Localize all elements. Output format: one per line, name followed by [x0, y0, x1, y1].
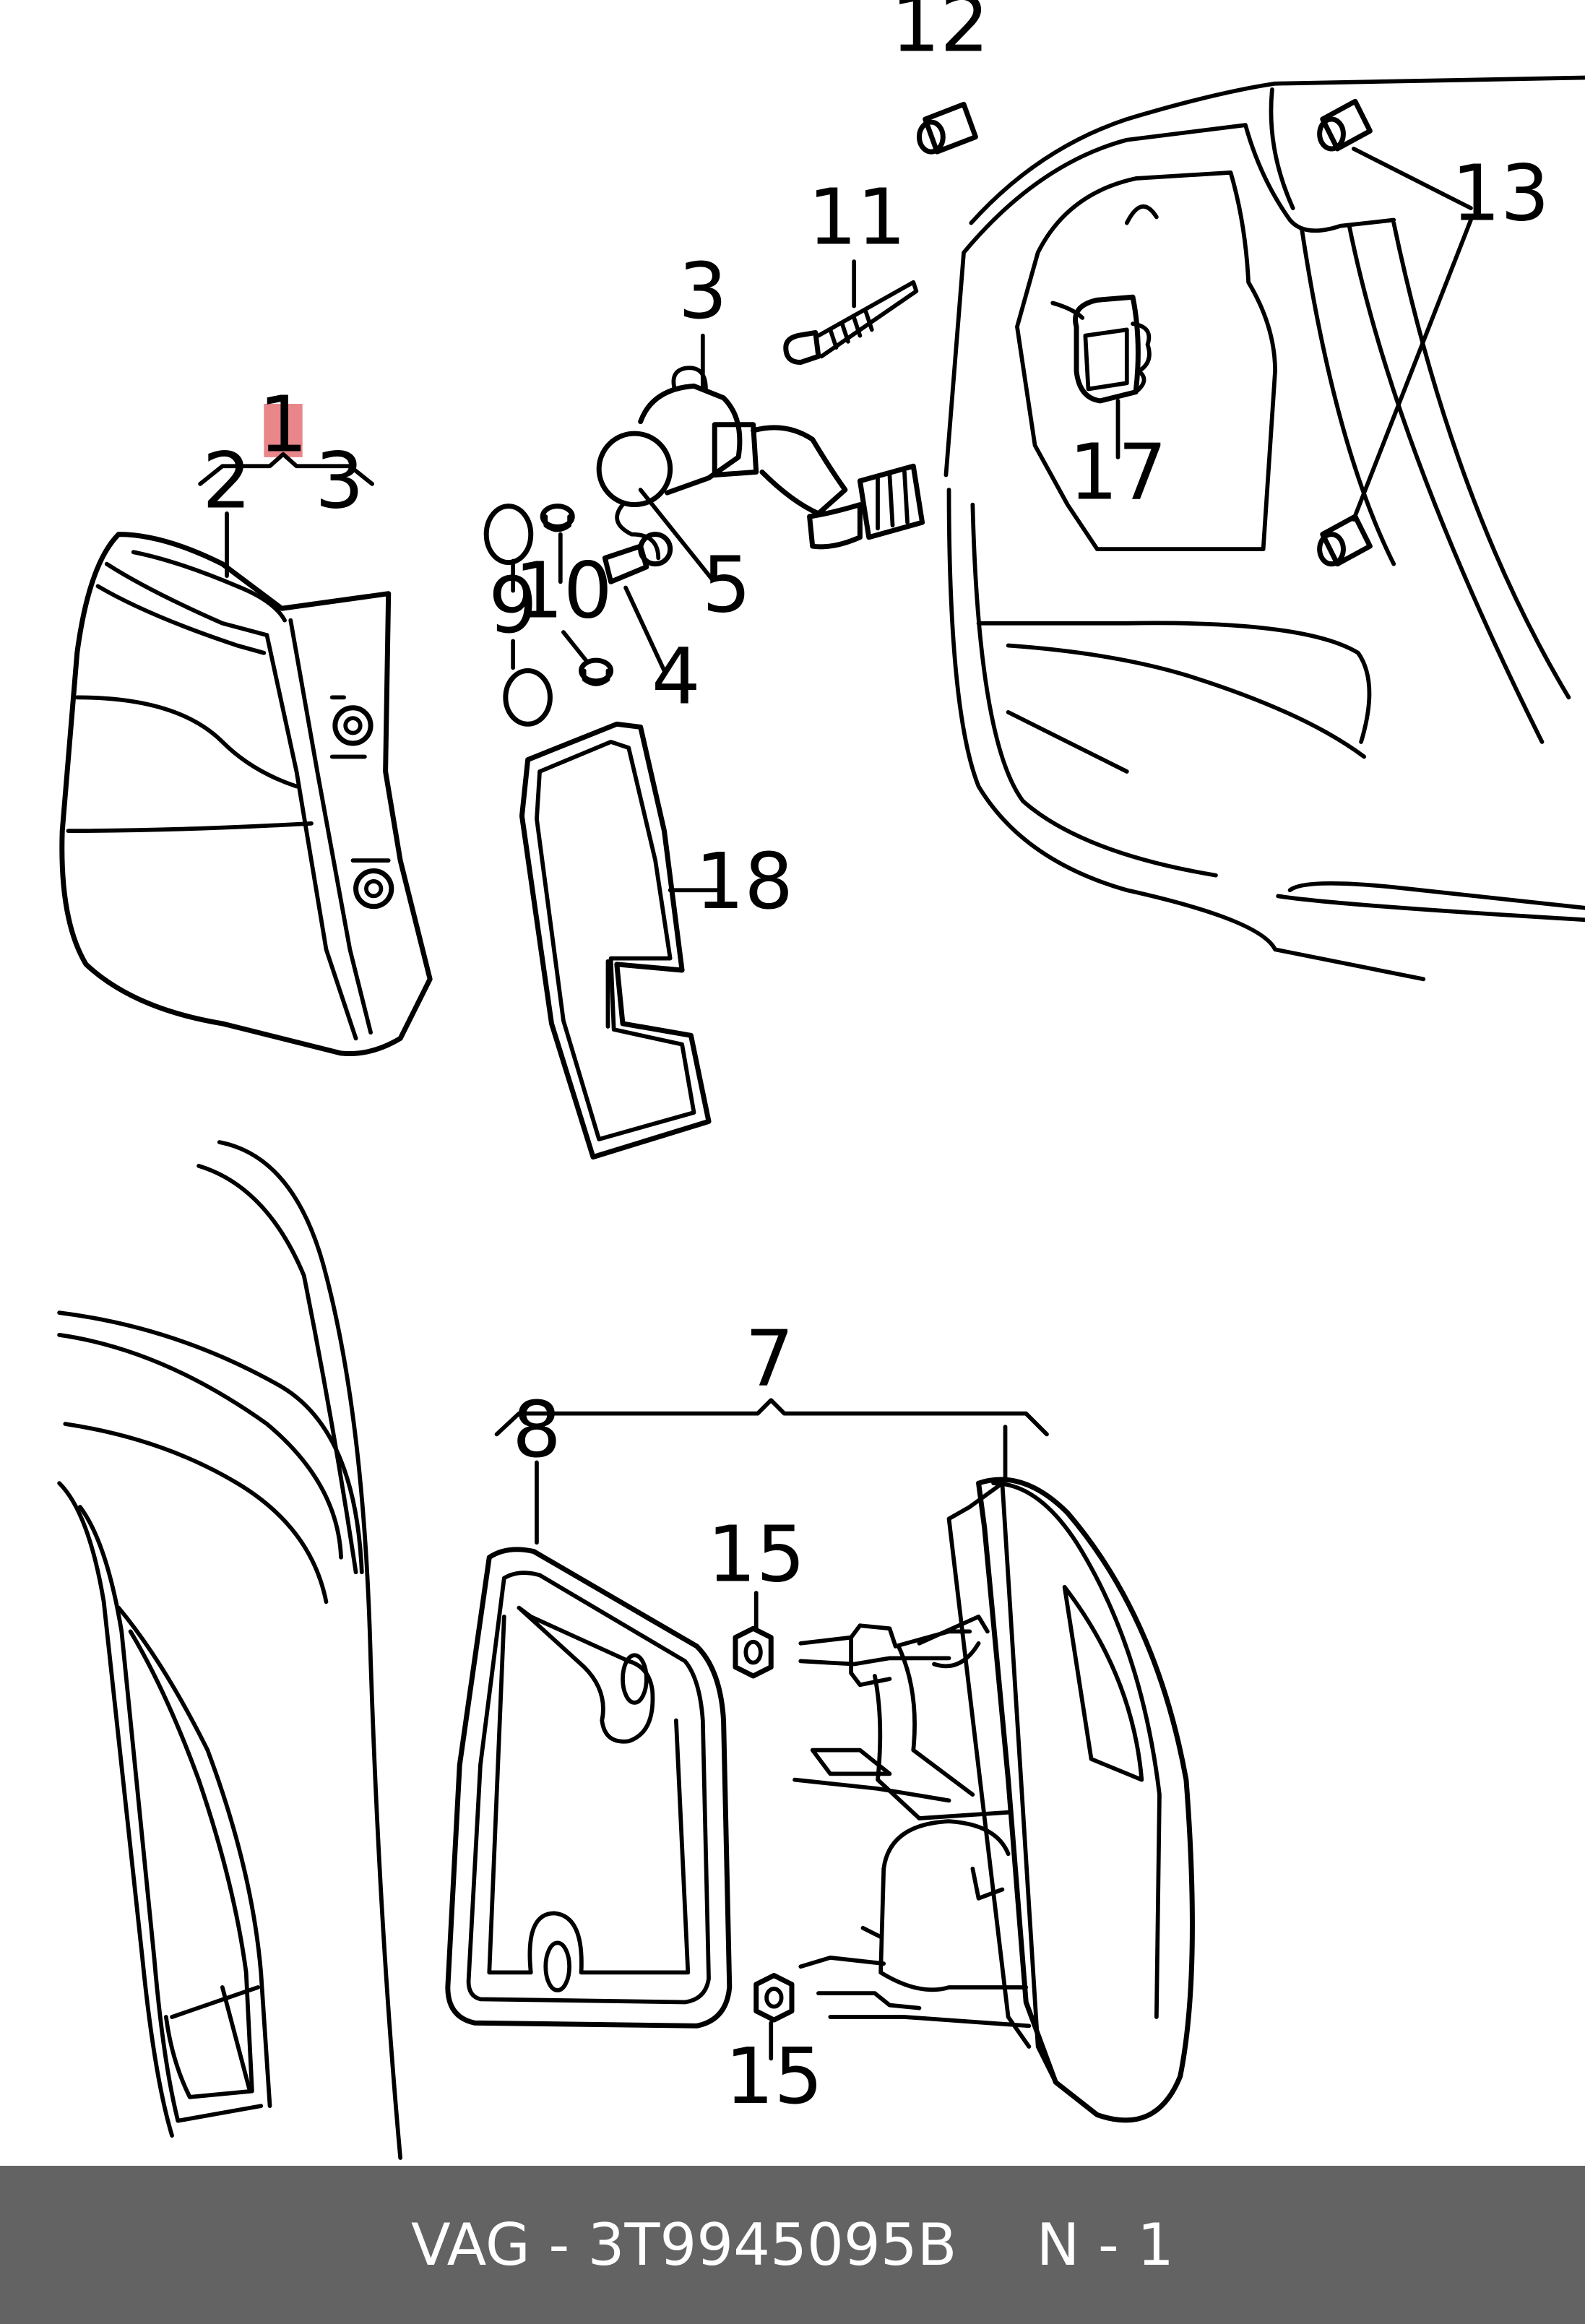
cap-upper [483, 504, 534, 566]
nut-12 [916, 101, 978, 155]
callout-18: 18 [695, 837, 793, 927]
inner-tail-lamp [792, 1477, 1195, 2123]
lamp-seal [445, 1547, 733, 2029]
cap-lower [503, 668, 553, 727]
callout-12: 12 [891, 0, 989, 70]
callout-9: 9 [488, 561, 537, 651]
leader-lines [511, 147, 1473, 2061]
callout-5: 5 [702, 540, 751, 630]
callout-1: 1 [259, 381, 308, 470]
callout-17: 17 [1069, 428, 1167, 517]
clip-lower [579, 657, 614, 686]
callout-7: 7 [745, 1315, 794, 1404]
part-number-label: VAG - 3T9945095B [410, 2211, 957, 2278]
screw [783, 280, 919, 366]
callout-8: 8 [512, 1386, 561, 1475]
nut-15-upper [733, 1625, 774, 1679]
callout-15-upper: 15 [707, 1511, 806, 1600]
footer-bar: VAG - 3T9945095B N - 1 [0, 2166, 1585, 2324]
page-label: N - 1 [1036, 2211, 1175, 2278]
callout-13: 13 [1451, 150, 1550, 239]
callout-2: 2 [202, 437, 251, 527]
callout-1-highlight [264, 404, 303, 457]
callout-3-housing: 3 [315, 437, 364, 527]
clip-upper [540, 504, 575, 532]
vehicle-body-rear-right [943, 75, 1585, 982]
callout-11: 11 [808, 173, 906, 262]
callout-10: 10 [514, 547, 613, 636]
callout-3-socket: 3 [678, 247, 727, 337]
nut-15-lower [753, 1973, 795, 2023]
callout-4: 4 [652, 633, 701, 722]
gasket-seal [519, 721, 712, 1160]
tail-lamp-housing [59, 532, 433, 1056]
callout-15-lower: 15 [725, 2032, 823, 2122]
vehicle-body-rear-left [57, 1140, 403, 2160]
nut-13-upper [1317, 98, 1373, 152]
nut-13-lower [1317, 514, 1373, 567]
bulb-holder-assembly [596, 366, 925, 584]
exploded-parts-diagram: 1 2 3 3 11 12 13 17 5 9 10 4 18 7 8 15 1… [57, 0, 1585, 2160]
